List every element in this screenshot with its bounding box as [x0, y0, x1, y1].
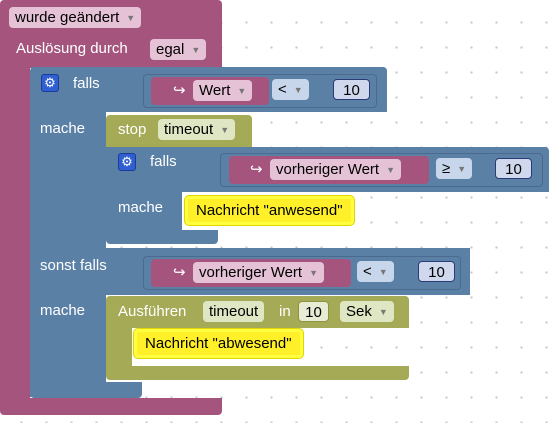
dropdown-arrow-icon: ▼ — [126, 13, 136, 23]
inner-operator-dropdown[interactable]: ≥▼ — [436, 158, 473, 179]
timeout-block-spine — [106, 326, 132, 370]
trigger-cause-label: Auslösung durch — [16, 40, 128, 57]
message-block-present[interactable]: Nachricht "anwesend" — [185, 196, 354, 225]
dropdown-arrow-icon: ▼ — [386, 165, 396, 175]
trigger-block-footer — [0, 398, 222, 415]
message-block-absent[interactable]: Nachricht "abwesend" — [134, 329, 303, 358]
dropdown-arrow-icon: ▼ — [293, 85, 303, 95]
inner-operator-value: ≥ — [442, 160, 451, 177]
timeout-execute-label: Ausführen — [118, 303, 187, 320]
timeout-in-label: in — [279, 303, 291, 320]
stop-label: stop — [118, 121, 147, 138]
elseif-label: sonst falls — [40, 257, 107, 274]
dropdown-arrow-icon: ▼ — [378, 307, 388, 317]
elseif-compare-value-input[interactable]: 10 — [418, 261, 455, 282]
gear-icon[interactable]: ⚙ — [118, 153, 136, 171]
elseif-operator-value: < — [363, 263, 372, 280]
stop-timer-dropdown[interactable]: timeout ▼ — [158, 119, 236, 140]
inner-compare-value-input[interactable]: 10 — [495, 158, 532, 179]
do2-label: mache — [40, 302, 86, 319]
trigger-event-dropdown[interactable]: wurde geändert ▼ — [9, 7, 142, 28]
timeout-name-field[interactable]: timeout — [203, 301, 265, 322]
variable-dropdown[interactable]: Wert ▼ — [193, 80, 253, 101]
trigger-cause-dropdown[interactable]: egal ▼ — [150, 39, 207, 60]
do-label: mache — [40, 120, 86, 137]
dropdown-arrow-icon: ▼ — [220, 125, 230, 135]
elseif-variable-name: vorheriger Wert — [199, 264, 303, 281]
message-present-text: Nachricht "anwesend" — [196, 202, 343, 219]
elseif-variable-dropdown[interactable]: vorheriger Wert ▼ — [193, 262, 325, 283]
timeout-block-footer — [106, 366, 409, 380]
dropdown-arrow-icon: ▼ — [191, 45, 201, 55]
trigger-block-spine — [0, 60, 30, 406]
inner-if-spine — [106, 190, 182, 232]
operator-dropdown[interactable]: <▼ — [272, 79, 309, 100]
inner-variable-dropdown[interactable]: vorheriger Wert ▼ — [270, 159, 402, 180]
variable-arrow-icon: ↪ — [173, 264, 186, 281]
variable-arrow-icon: ↪ — [250, 161, 263, 178]
variable-arrow-icon: ↪ — [173, 82, 186, 99]
inner-variable-name: vorheriger Wert — [276, 161, 380, 178]
if-block-footer — [30, 382, 142, 398]
timeout-unit: Sek — [346, 303, 372, 320]
inner-if-label: falls — [150, 153, 177, 170]
operator-value: < — [278, 81, 287, 98]
timeout-duration: 10 — [305, 304, 322, 321]
dropdown-arrow-icon: ▼ — [457, 164, 467, 174]
variable-name: Wert — [199, 82, 231, 99]
dropdown-arrow-icon: ▼ — [309, 268, 319, 278]
stop-timer-name: timeout — [164, 121, 214, 138]
dropdown-arrow-icon: ▼ — [378, 267, 388, 277]
inner-if-footer — [106, 230, 218, 244]
timeout-duration-input[interactable]: 10 — [298, 301, 329, 322]
timeout-name: timeout — [209, 303, 259, 320]
message-absent-text: Nachricht "abwesend" — [145, 335, 292, 352]
if-label: falls — [73, 75, 100, 92]
inner-do-label: mache — [118, 199, 164, 216]
compare-value-input[interactable]: 10 — [333, 79, 370, 100]
dropdown-arrow-icon: ▼ — [237, 86, 247, 96]
timeout-unit-dropdown[interactable]: Sek ▼ — [340, 301, 394, 322]
elseif-operator-dropdown[interactable]: <▼ — [357, 261, 394, 282]
compare-value: 10 — [343, 82, 360, 99]
inner-compare-value: 10 — [505, 161, 522, 178]
elseif-compare-value: 10 — [428, 264, 445, 281]
trigger-cause-value: egal — [156, 41, 185, 58]
trigger-event-label: wurde geändert — [15, 9, 120, 26]
gear-icon[interactable]: ⚙ — [41, 74, 59, 92]
